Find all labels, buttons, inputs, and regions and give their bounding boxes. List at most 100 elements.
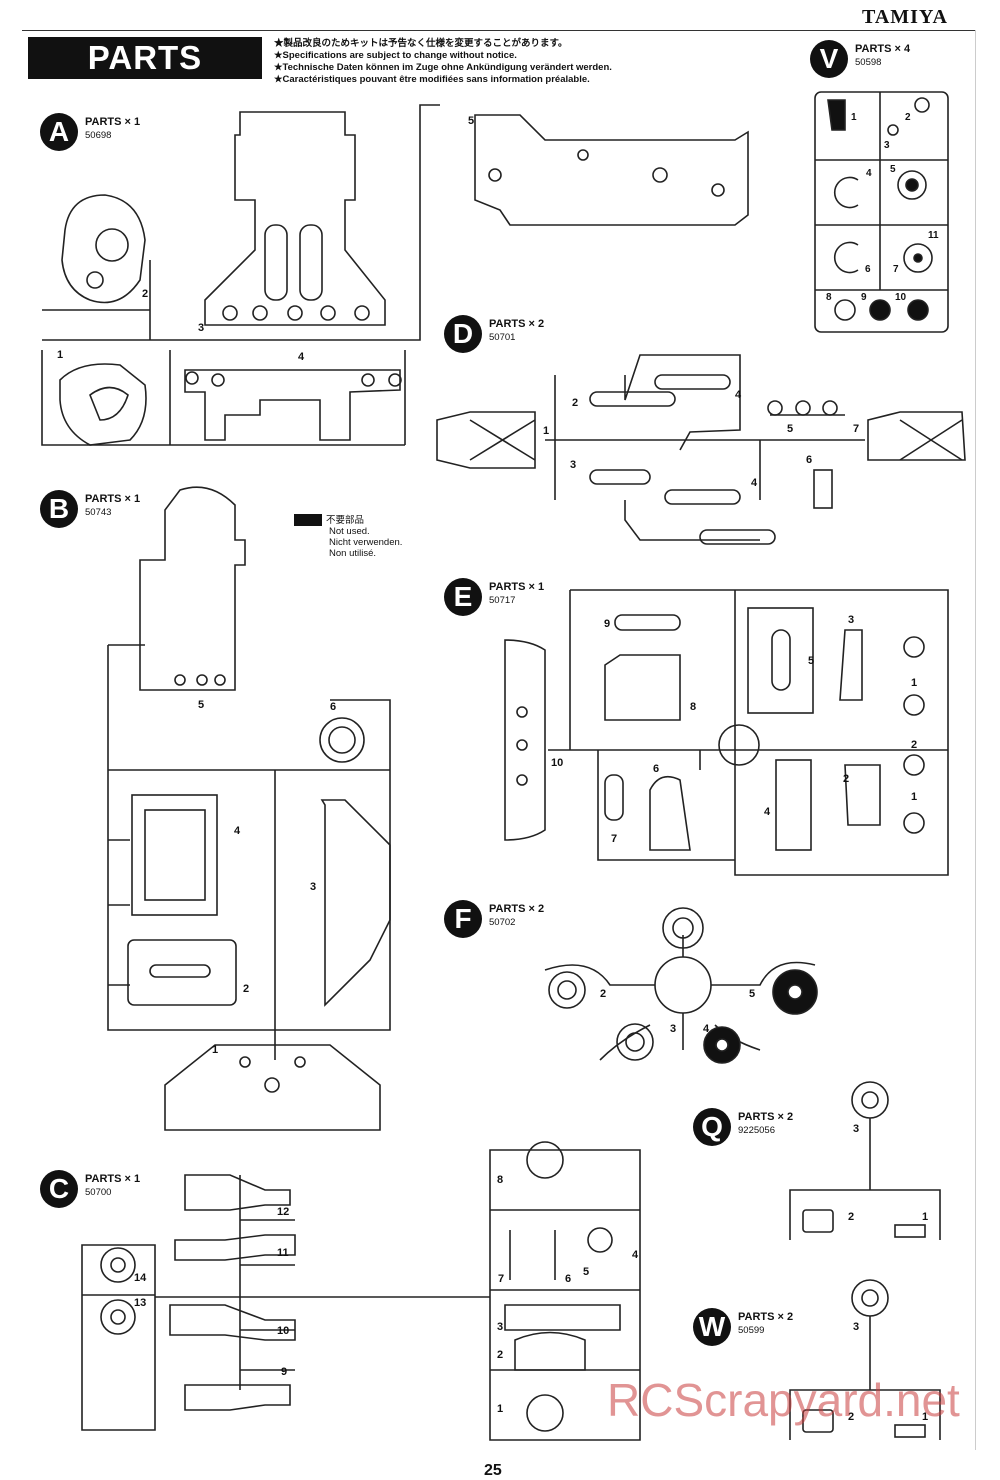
part-label: 12 — [277, 1206, 289, 1218]
runner — [789, 1118, 941, 1240]
screw-hole — [294, 1056, 306, 1068]
servo-horn-part — [509, 1230, 556, 1280]
clip-part — [827, 99, 846, 131]
header-rule — [22, 30, 976, 31]
gear-cover-part — [61, 194, 146, 304]
part-label: 9 — [281, 1366, 287, 1378]
screw-hole — [239, 1056, 251, 1068]
bracket-part — [844, 764, 881, 826]
runner — [815, 92, 948, 291]
screw-hole — [252, 305, 268, 321]
part-label: 5 — [808, 655, 814, 667]
part-label: 7 — [498, 1273, 504, 1285]
knuckle-part — [526, 1141, 564, 1179]
not-used-swatch — [294, 514, 322, 526]
a-arm-brace — [469, 419, 536, 461]
part-label: 4 — [764, 806, 771, 818]
gear-cover-part — [59, 363, 147, 446]
part-label: 6 — [565, 1273, 571, 1285]
o-ring-hole — [787, 984, 803, 1000]
wheel-hub-part — [100, 1247, 136, 1283]
wheel-hub-part — [100, 1299, 136, 1335]
part-label: 3 — [497, 1321, 503, 1333]
c-clip-part — [833, 241, 859, 274]
part-label: 3 — [853, 1321, 859, 1333]
screw-hole — [174, 674, 186, 686]
parts-qty: PARTS × 1 — [85, 116, 141, 128]
part-label: 6 — [653, 763, 659, 775]
parts-qty: PARTS × 2 — [738, 1111, 794, 1123]
part-label: 10 — [277, 1325, 289, 1337]
parts-qty: PARTS × 4 — [855, 43, 911, 55]
screw-hole — [516, 739, 528, 751]
nut-part — [903, 694, 925, 716]
rod-part — [589, 469, 651, 485]
part-label: 9 — [604, 618, 610, 630]
part-label: 7 — [611, 833, 617, 845]
notice-block: ★製品改良のためキットは予告なく仕様を変更することがあります。 ★Specifi… — [274, 38, 612, 86]
mount-part — [775, 759, 812, 851]
tree-f — [544, 907, 818, 1064]
screw-hole — [196, 674, 208, 686]
part-label: 8 — [497, 1174, 503, 1186]
parts-qty: PARTS × 2 — [489, 903, 545, 915]
rod-end-part — [822, 400, 838, 416]
part-label: 8 — [690, 701, 696, 713]
runner — [490, 1209, 640, 1371]
legend-de: Nicht verwenden. — [329, 537, 403, 548]
part-label: 2 — [848, 1211, 854, 1223]
part-label: 10 — [895, 292, 907, 303]
part-code: 50701 — [489, 332, 516, 343]
rod-end-part — [795, 400, 811, 416]
c-clip-part — [587, 1227, 613, 1253]
bearing-inner — [625, 1032, 645, 1052]
section-badge: V — [810, 40, 848, 78]
a-arm-brace — [899, 419, 963, 461]
wheel-hub-hole — [110, 1309, 126, 1325]
top-plate-part — [474, 114, 749, 226]
part-label: 1 — [497, 1403, 503, 1415]
parts-qty: PARTS × 1 — [85, 1173, 141, 1185]
hub-part — [654, 956, 712, 1014]
part-label: 5 — [468, 115, 474, 127]
part-label: 2 — [142, 288, 148, 300]
legend-en: Not used. — [329, 526, 370, 537]
o-ring-hole — [715, 1038, 729, 1052]
tree-v — [814, 91, 949, 333]
runner — [107, 644, 391, 1060]
part-label: 2 — [848, 1411, 854, 1423]
part-label: 8 — [826, 292, 832, 303]
gearbox-inner — [144, 809, 206, 901]
brand-logo: TAMIYA — [861, 6, 948, 28]
screw-hole — [388, 373, 402, 387]
link-part — [604, 774, 624, 821]
part-label: 4 — [751, 477, 758, 489]
bumper-part — [504, 639, 546, 841]
part-label: 2 — [843, 773, 849, 785]
part-label: 5 — [787, 423, 793, 435]
rod-part — [654, 374, 731, 390]
bulkhead-slot — [264, 224, 288, 301]
tree-d-labels: 1 2 3 4 4 5 6 7 — [543, 389, 859, 489]
part-label: 2 — [911, 739, 917, 751]
part-label: 1 — [922, 1411, 928, 1423]
part-label: 4 — [298, 351, 305, 363]
arm-part — [184, 369, 401, 441]
part-label: 1 — [911, 791, 917, 803]
runner — [239, 1175, 295, 1390]
part-label: 3 — [570, 459, 576, 471]
page-title: PARTS — [28, 37, 262, 79]
tree-v-labels: 1 2 3 4 5 6 7 8 9 10 11 — [826, 112, 939, 303]
hub-part — [718, 724, 760, 766]
side-frame-part — [320, 799, 391, 1007]
part-label: 2 — [905, 112, 911, 123]
runner — [545, 354, 865, 541]
screw-hole — [652, 167, 668, 183]
parts-qty: PARTS × 1 — [85, 493, 141, 505]
tree-f-labels: 2 3 4 5 — [600, 988, 755, 1035]
